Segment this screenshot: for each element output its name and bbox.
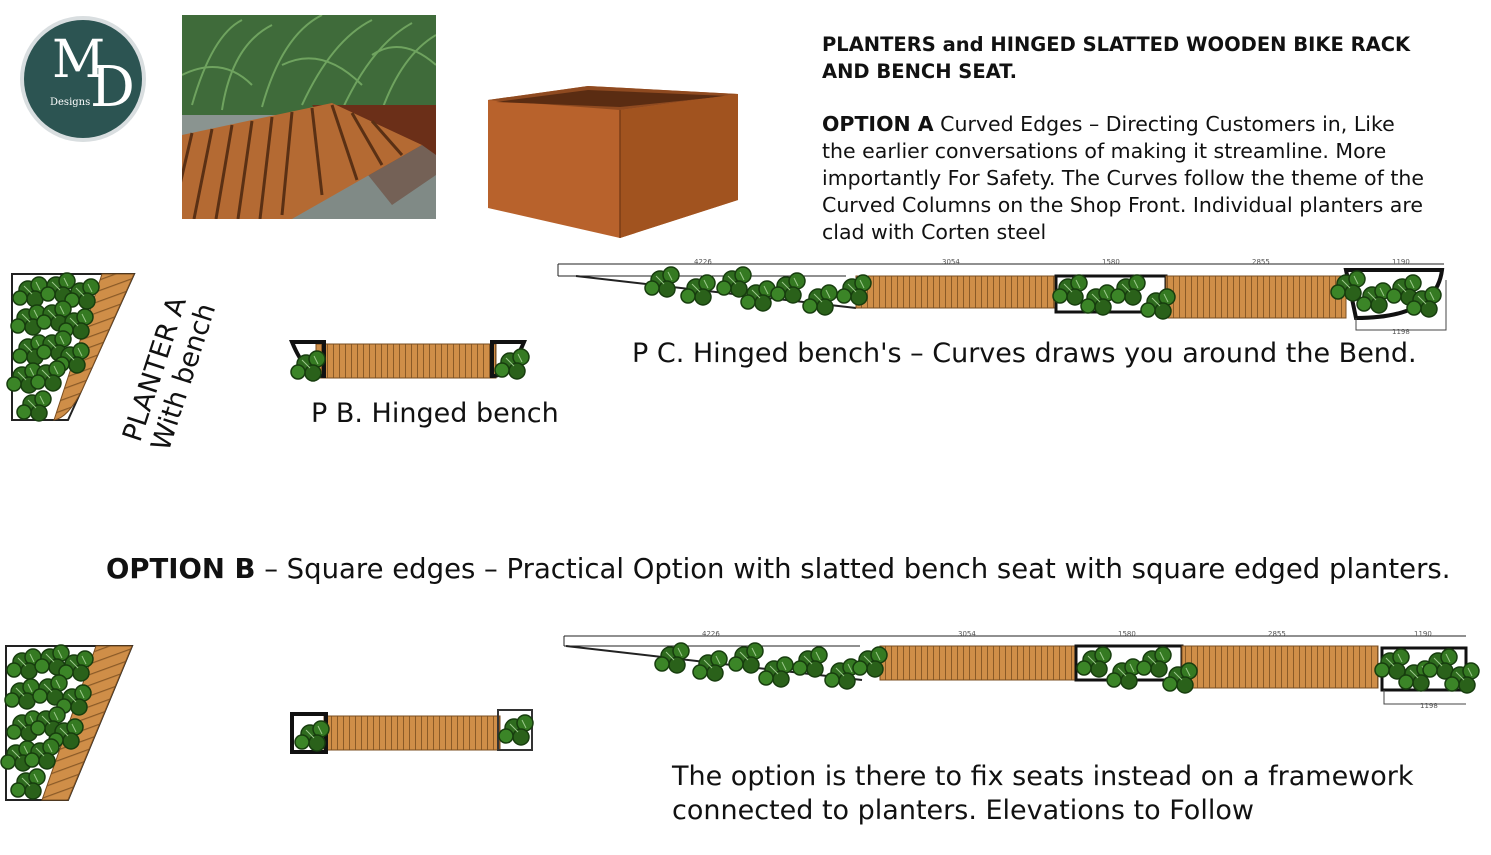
logo-letter-d: D bbox=[90, 55, 135, 120]
pc-dim-5: 1190 bbox=[1392, 258, 1410, 266]
pb-caption: P B. Hinged bench bbox=[311, 398, 559, 429]
pb-hinged-bench-plan bbox=[289, 340, 530, 382]
b-dim-4: 2855 bbox=[1268, 630, 1286, 638]
footnote: The option is there to fix seats instead… bbox=[672, 761, 1414, 826]
pc-dim-3: 1580 bbox=[1102, 258, 1120, 266]
b-dim-6: 1198 bbox=[1420, 702, 1438, 710]
bench-photo bbox=[182, 15, 436, 219]
option-a-description: OPTION A Curved Edges – Directing Custom… bbox=[822, 111, 1432, 246]
pc-dim-2: 3054 bbox=[942, 258, 960, 266]
page-title: PLANTERS and HINGED SLATTED WOODEN BIKE … bbox=[822, 33, 1411, 83]
pc-dim-6: 1198 bbox=[1392, 328, 1410, 336]
md-designs-logo: M D Designs bbox=[20, 16, 146, 142]
planter-a-plan bbox=[6, 272, 136, 422]
pc-dim-4: 2855 bbox=[1252, 258, 1270, 266]
corten-planter-photo bbox=[488, 86, 738, 238]
option-b-bench-plan bbox=[290, 709, 534, 754]
b-dim-1: 4226 bbox=[702, 630, 720, 638]
pc-curved-bench-plan: 4226 3054 1580 2855 1190 1198 bbox=[557, 258, 1447, 336]
b-dim-2: 3054 bbox=[958, 630, 976, 638]
logo-badge: M D Designs bbox=[24, 20, 142, 138]
option-b-long-bench-plan: 4226 3054 1580 2855 1190 1198 bbox=[563, 630, 1480, 710]
b-dim-3: 1580 bbox=[1118, 630, 1136, 638]
option-a-text: Curved Edges – Directing Customers in, L… bbox=[822, 112, 1424, 244]
option-b-planter-plan bbox=[0, 644, 134, 801]
option-b-description: OPTION B – Square edges – Practical Opti… bbox=[106, 553, 1450, 585]
logo-letter-m: M bbox=[52, 30, 106, 90]
option-a-label: OPTION A bbox=[822, 112, 934, 136]
option-b-label: OPTION B bbox=[106, 553, 256, 585]
pc-dim-1: 4226 bbox=[694, 258, 712, 266]
pc-caption: P C. Hinged bench's – Curves draws you a… bbox=[632, 338, 1417, 369]
option-b-text: – Square edges – Practical Option with s… bbox=[255, 553, 1451, 585]
logo-subtitle: Designs bbox=[50, 97, 91, 108]
b-dim-5: 1190 bbox=[1414, 630, 1432, 638]
